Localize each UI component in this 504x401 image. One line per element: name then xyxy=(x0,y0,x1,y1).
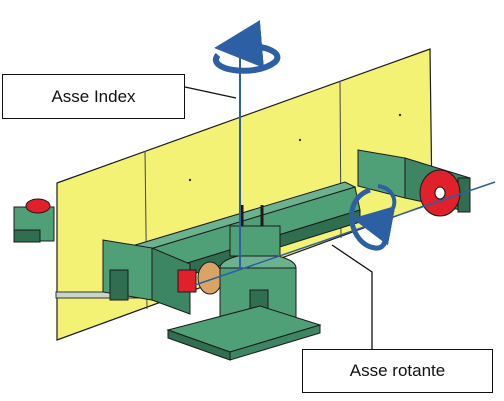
rotating-axis-label: Asse rotante xyxy=(302,349,493,393)
upper-bracket xyxy=(229,205,281,257)
index-leader-line xyxy=(184,86,237,99)
rotating-leader-line xyxy=(331,244,373,349)
rotating-axis-arrow-icon xyxy=(349,184,397,251)
rotating-axis-line xyxy=(194,181,496,286)
left-flange xyxy=(197,261,223,295)
right-rotor-disc xyxy=(419,169,461,217)
left-head xyxy=(102,239,197,315)
index-rotation-arrow-icon xyxy=(212,20,281,74)
base-plate xyxy=(166,305,322,361)
index-axis-label: Asse Index xyxy=(2,74,185,119)
